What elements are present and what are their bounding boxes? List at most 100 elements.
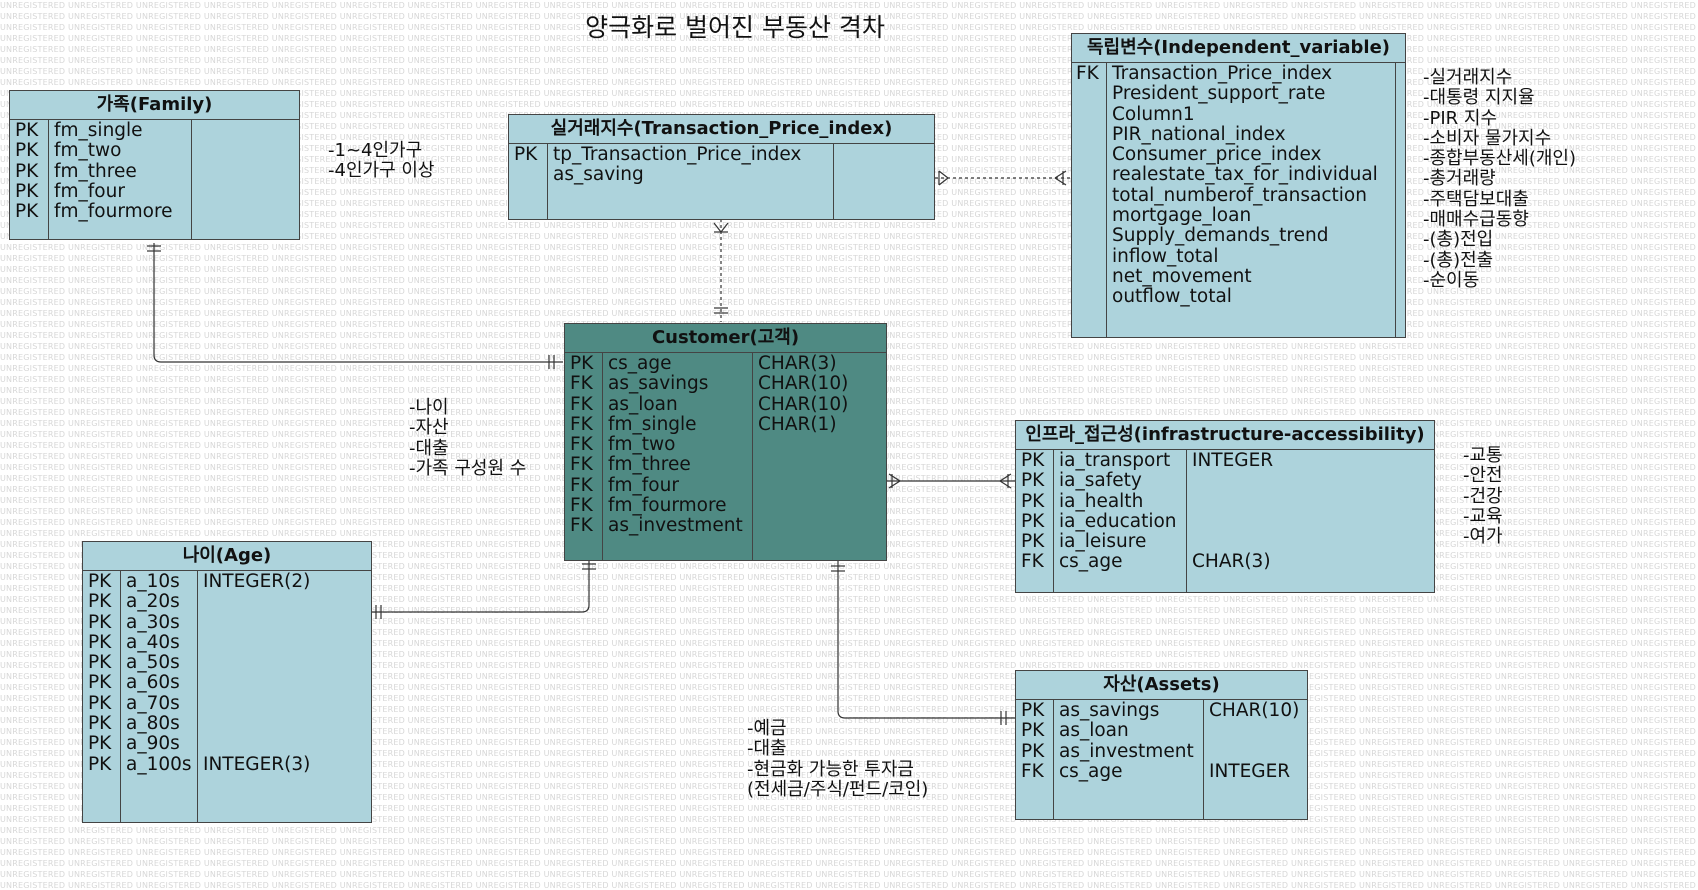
cell-item: -대통령 지지율 (1423, 87, 1535, 109)
cell-item: FK (570, 474, 593, 496)
cell-item: PK (88, 611, 112, 633)
cell-item: ia_education (1059, 510, 1177, 532)
cell-item: -교육 (1463, 505, 1503, 527)
cell-item: PK (1021, 450, 1045, 471)
cell-item: as_investment (608, 515, 743, 537)
cell-item: PK (15, 160, 39, 182)
cell-item: FK (570, 373, 593, 395)
entity-transaction-price-index[interactable]: 실거래지수(Transaction_Price_index) PK tp_Tra… (508, 114, 935, 220)
cell-item: fm_single (608, 413, 697, 435)
cell-item: CHAR(3) (1192, 551, 1271, 573)
cell-item: PK (1021, 510, 1045, 532)
cell-item: a_100s (126, 753, 192, 775)
cell-item: -종합부동산세(개인) (1423, 148, 1577, 170)
cell-item (197, 162, 299, 182)
cell-item: INTEGER(2) (203, 571, 311, 592)
cell-item: FK (570, 413, 593, 435)
cell-item: Column1 (1112, 103, 1195, 125)
type-column (834, 143, 934, 219)
cell-item: a_90s (126, 733, 180, 755)
cell-item (1209, 721, 1307, 741)
cell-item: FK (1021, 760, 1044, 782)
cell-item: -예금 (747, 718, 787, 739)
entity-independent-variable[interactable]: 독립변수(Independent_variable) FK Transactio… (1071, 33, 1406, 338)
cell-item: CHAR(10) (1209, 700, 1300, 721)
cell-item: ia_leisure (1059, 531, 1147, 553)
cell-item: -소비자 물가지수 (1423, 127, 1552, 149)
cell-item: a_20s (126, 591, 180, 613)
cell-item: as_saving (553, 164, 644, 186)
cell-item: PK (88, 591, 112, 613)
link-family-customer (153, 243, 563, 363)
cell-item (1192, 512, 1434, 532)
cell-item: PK (88, 733, 112, 755)
cell-item (197, 121, 299, 141)
cell-item: CHAR(10) (758, 393, 849, 415)
cell-item: PK (1021, 720, 1045, 742)
cell-item: cs_age (1059, 760, 1123, 782)
cell-item (203, 613, 371, 633)
annotation-assets: -예금-대출-현금화 가능한 투자금(전세금/주식/펀드/코인) (747, 718, 928, 800)
cell-item (1076, 226, 1106, 246)
cell-item: PK (88, 631, 112, 653)
cell-item: PK (1021, 531, 1045, 553)
cell-item: fm_three (608, 454, 691, 476)
type-column: CHAR(3)CHAR(10)CHAR(10)CHAR(1) (753, 352, 886, 560)
cell-item: PK (88, 753, 112, 775)
cell-item: -나이 (409, 397, 449, 418)
cell-item: as_savings (608, 373, 709, 395)
cell-item (758, 476, 886, 496)
cell-item: as_savings (1059, 700, 1160, 721)
cell-item: PK (15, 201, 39, 223)
cell-item (839, 145, 934, 165)
cell-item: FK (1076, 63, 1099, 84)
cell-item: net_movement (1112, 265, 1252, 287)
cell-item (1192, 471, 1434, 491)
cell-item: a_70s (126, 692, 180, 714)
cell-item: fm_single (54, 120, 143, 141)
link-customer-assets (837, 561, 1015, 719)
cell-item: CHAR(10) (758, 373, 849, 395)
cell-item (1076, 206, 1106, 226)
cell-item (203, 653, 371, 673)
annotation-customer: -나이-자산-대출-가족 구성원 수 (409, 397, 526, 479)
cell-item: INTEGER(3) (203, 753, 311, 775)
entity-family-header: 가족(Family) (10, 91, 299, 120)
cell-item: cs_age (1059, 551, 1123, 573)
cell-item: PK (1021, 740, 1045, 762)
cell-item: mortgage_loan (1112, 205, 1252, 227)
cell-item: PK (88, 672, 112, 694)
cell-item: fm_four (54, 180, 125, 202)
cell-item: -안전 (1463, 465, 1503, 487)
cell-item: -총거래량 (1423, 168, 1496, 190)
cell-item: fm_fourmore (608, 495, 727, 517)
cell-item (758, 435, 886, 455)
cell-item: -1~4인가구 (328, 140, 423, 161)
cell-item: ia_transport (1059, 450, 1171, 471)
cell-item (1076, 105, 1106, 125)
cell-item (758, 455, 886, 475)
cell-item: -주택담보대출 (1423, 188, 1529, 210)
cell-item: PK (15, 120, 39, 141)
entity-infrastructure-accessibility[interactable]: 인프라_접근성(infrastructure-accessibility) PK… (1015, 420, 1435, 593)
cell-item: as_loan (608, 393, 678, 415)
cell-item (203, 714, 371, 734)
cell-item: fm_four (608, 474, 679, 496)
cell-item (1192, 532, 1434, 552)
type-column (192, 119, 299, 239)
cell-item: FK (570, 515, 593, 537)
cell-item: PK (88, 571, 112, 592)
